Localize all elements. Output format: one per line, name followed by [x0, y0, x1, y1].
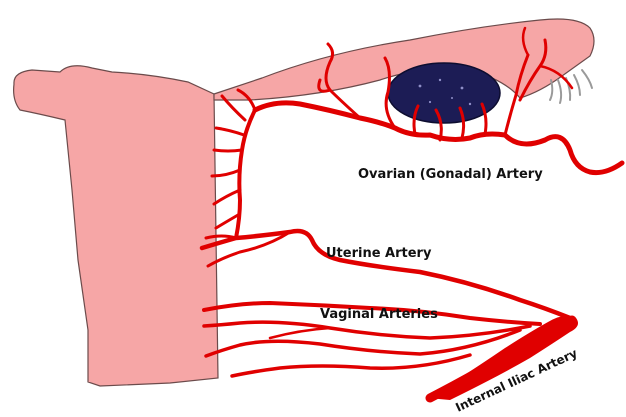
label-uterine-artery: Uterine Artery	[326, 246, 432, 261]
uterus-body	[14, 66, 218, 386]
uterine-wall-branches	[212, 90, 255, 238]
label-vaginal-arteries: Vaginal Arteries	[320, 307, 438, 322]
ovary	[388, 63, 500, 123]
label-ovarian-artery: Ovarian (Gonadal) Artery	[358, 167, 543, 182]
